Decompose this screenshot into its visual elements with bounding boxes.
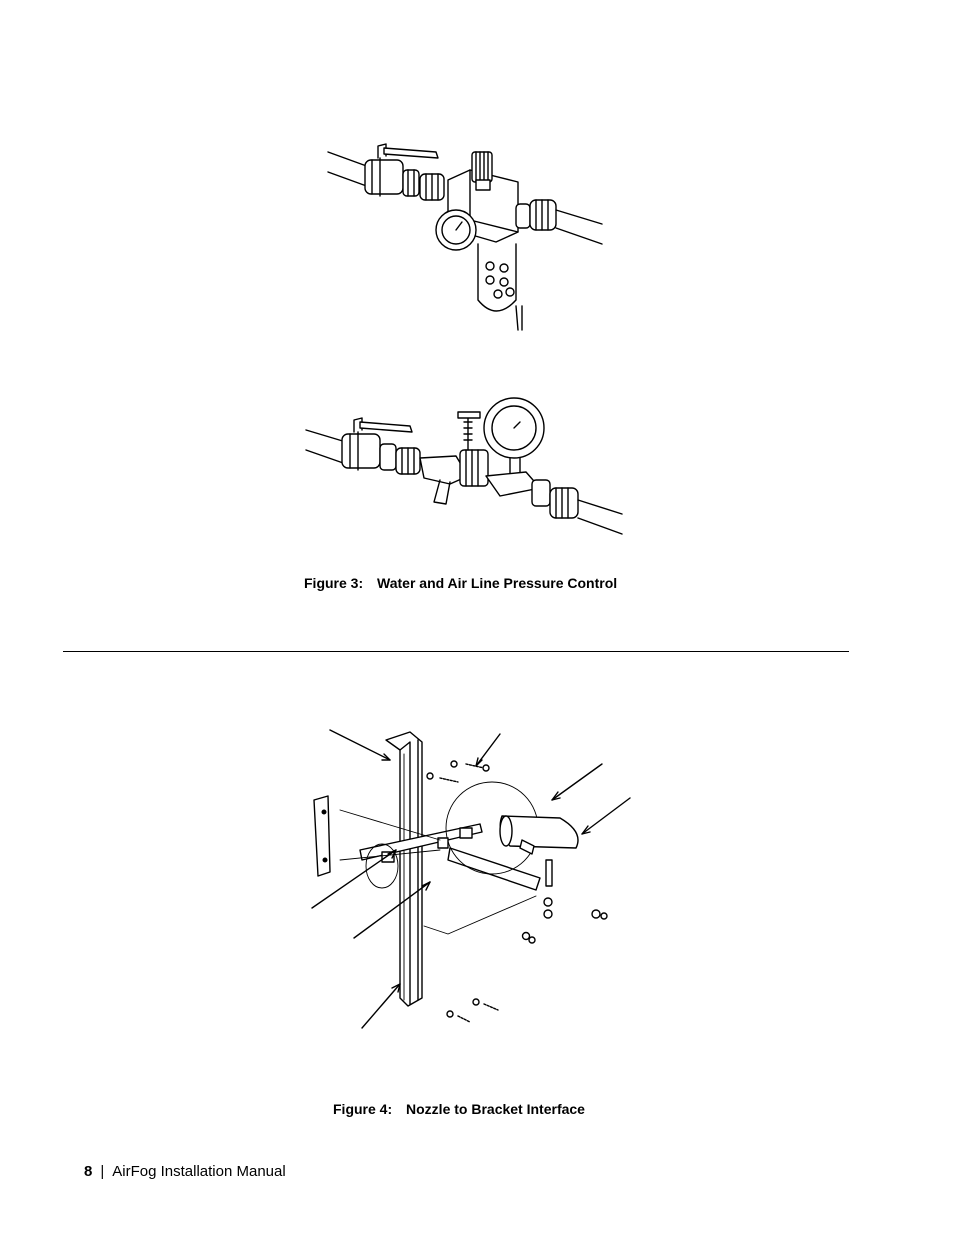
page-footer: 8 | AirFog Installation Manual [84, 1163, 286, 1180]
figure-4-number: Figure 4: [333, 1101, 393, 1117]
figure-4-illustration [300, 720, 640, 1040]
figure-3-water-line-illustration [300, 392, 630, 542]
section-divider [63, 651, 849, 652]
page-number: 8 [84, 1163, 93, 1180]
figure-4-caption: Figure 4: Nozzle to Bracket Interface [333, 1101, 585, 1117]
figure-3-air-line-illustration [320, 140, 610, 340]
footer-separator: | [100, 1163, 105, 1180]
figure-3-number: Figure 3: [304, 575, 364, 591]
figure-3-caption: Figure 3: Water and Air Line Pressure Co… [304, 575, 617, 591]
figure-4-title: Nozzle to Bracket Interface [406, 1101, 585, 1117]
manual-title: AirFog Installation Manual [112, 1163, 286, 1180]
figure-3-title: Water and Air Line Pressure Control [377, 575, 618, 591]
